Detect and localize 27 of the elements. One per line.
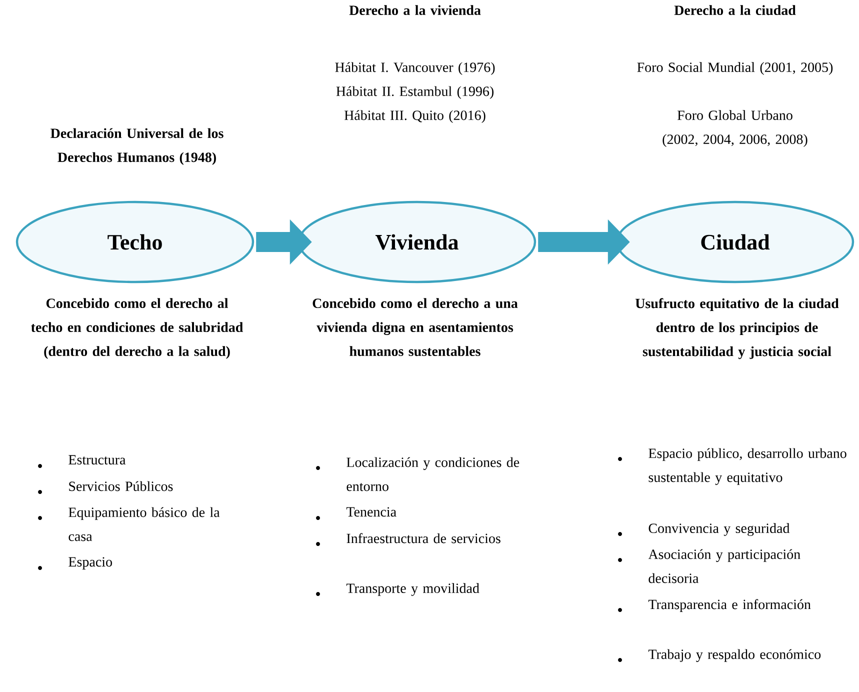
- ellipse-node: Techo: [16, 200, 254, 284]
- list-item: Transporte y movilidad: [316, 583, 480, 596]
- ellipse-node: Vivienda: [298, 200, 536, 284]
- description: Concebido como el derecho al techo en condiciones de salubridad (dentro del derecho a la salud): [31, 298, 244, 359]
- list-item: Transparencia e información: [618, 599, 811, 612]
- event-text: Foro Global Urbano (2002, 2004, 2006, 2008): [662, 110, 808, 147]
- list-item: Asociación y participación decisoria: [618, 549, 800, 584]
- description: Usufructo equitativo de la ciudad dentro de los principios de sustentabilidad y justicia social: [635, 298, 839, 360]
- event-text: Hábitat I. Vancouver (1976): [335, 62, 495, 75]
- list-item: Infraestructura de servicios: [316, 533, 500, 546]
- description: Concebido como el derecho a una vivienda digna en asentamientos humanos sustentables: [312, 298, 518, 356]
- list-item: Equipamiento básico de la casa: [38, 507, 220, 542]
- list-item: Convivencia y seguridad: [618, 523, 790, 536]
- event-text: Hábitat II. Estambul (1996): [336, 86, 494, 99]
- list-item: Espacio público, desarrollo urbano sustentable y equitativo: [618, 448, 846, 485]
- heading: Declaración Universal de los Derechos Humanos (1948): [50, 128, 224, 165]
- list-item: Localización y condiciones de entorno: [316, 457, 520, 492]
- ellipse-node: Ciudad: [616, 200, 854, 284]
- list-item: Tenencia: [316, 507, 396, 520]
- list-item: Estructura: [38, 455, 126, 468]
- list-item: Trabajo y respaldo económico: [618, 649, 821, 662]
- list-item: Servicios Públicos: [38, 481, 173, 494]
- list-item: Espacio: [38, 557, 112, 570]
- event-text: Foro Social Mundial (2001, 2005): [637, 62, 833, 75]
- heading: Derecho a la ciudad: [674, 5, 796, 16]
- heading: Derecho a la vivienda: [349, 5, 481, 16]
- event-text: Hábitat III. Quito (2016): [344, 110, 486, 123]
